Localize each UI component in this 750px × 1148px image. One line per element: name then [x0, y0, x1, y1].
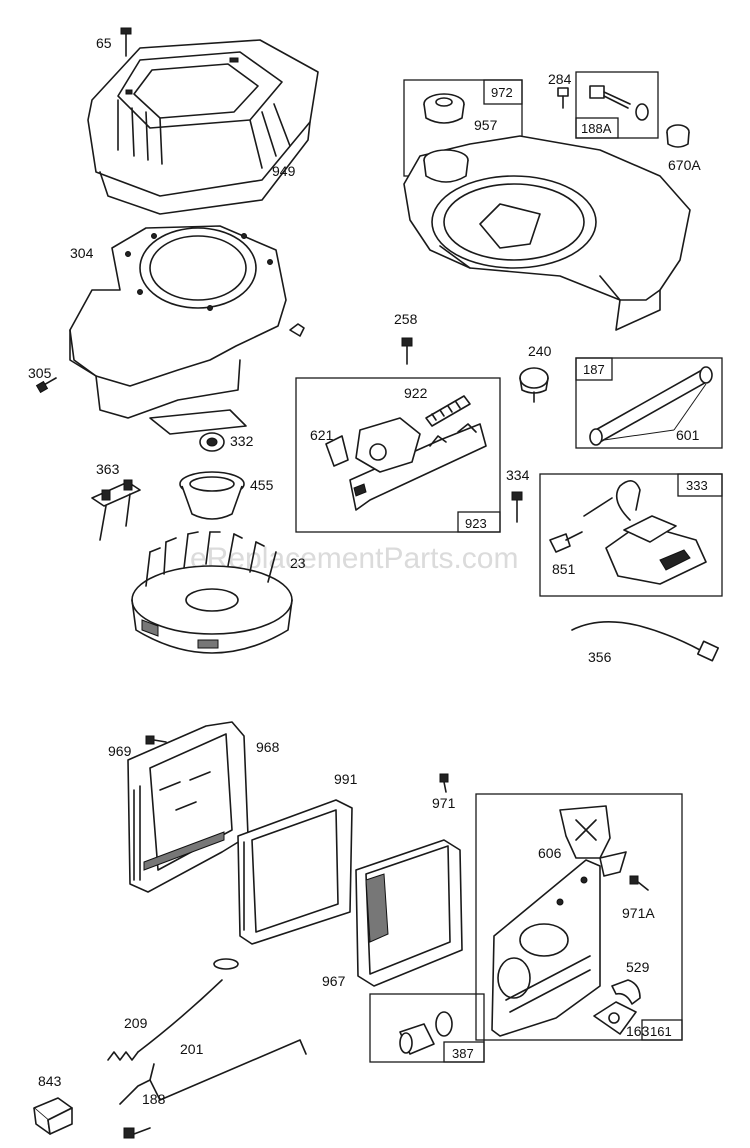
label-305: 305	[28, 365, 52, 381]
label-969: 969	[108, 743, 132, 759]
box-923-tag	[457, 511, 501, 533]
box-333	[539, 473, 723, 597]
box-333-tag	[677, 473, 723, 497]
part-240-fuel-filter[interactable]	[519, 367, 549, 403]
box-923	[295, 377, 501, 533]
label-188A: 188A	[581, 121, 612, 136]
part-601-clamps[interactable]	[603, 383, 707, 441]
part-187-fuel-line[interactable]	[589, 366, 713, 446]
part-332-nut[interactable]	[199, 432, 225, 452]
part-991-filter-element[interactable]	[237, 799, 353, 945]
label-968: 968	[256, 739, 280, 755]
part-387-nozzle[interactable]	[399, 1011, 453, 1055]
part-65-screw[interactable]	[120, 27, 132, 57]
box-161	[475, 793, 683, 1041]
label-991: 991	[334, 771, 358, 787]
label-606: 606	[538, 845, 562, 861]
box-188A-tag	[575, 117, 619, 139]
part-161-carburetor[interactable]	[491, 859, 601, 1037]
part-851-terminal[interactable]	[549, 531, 583, 553]
label-670A: 670A	[668, 157, 701, 173]
part-971A-screw[interactable]	[629, 875, 649, 891]
part-969-screw[interactable]	[145, 735, 167, 745]
part-967-pre-cleaner[interactable]	[355, 839, 463, 987]
box-187-tag	[575, 357, 613, 381]
label-529: 529	[626, 959, 650, 975]
part-356-ground-wire[interactable]	[571, 621, 720, 662]
label-209: 209	[124, 1015, 148, 1031]
label-967: 967	[322, 973, 346, 989]
part-163-gasket[interactable]	[593, 1001, 637, 1035]
label-923: 923	[465, 516, 487, 531]
label-621: 621	[310, 427, 334, 443]
label-163: 163	[626, 1023, 650, 1039]
label-23: 23	[290, 555, 306, 571]
part-284-screw[interactable]	[557, 87, 569, 109]
label-332: 332	[230, 433, 254, 449]
part-949-housing-cover[interactable]	[87, 39, 319, 215]
part-968-air-cleaner-base[interactable]	[127, 721, 249, 893]
part-305-screw[interactable]	[35, 377, 57, 394]
label-455: 455	[250, 477, 274, 493]
label-188: 188	[142, 1091, 166, 1107]
label-334: 334	[506, 467, 530, 483]
label-971: 971	[432, 795, 456, 811]
part-201-governor-link[interactable]	[119, 1039, 307, 1105]
label-201: 201	[180, 1041, 204, 1057]
part-455-starter-cup[interactable]	[179, 471, 245, 520]
part-188-screw[interactable]	[123, 1127, 151, 1139]
label-258: 258	[394, 311, 418, 327]
label-304: 304	[70, 245, 94, 261]
part-922-spring[interactable]	[425, 395, 471, 427]
label-957: 957	[474, 117, 498, 133]
part-363-bracket[interactable]	[91, 479, 141, 541]
part-843-foam[interactable]	[33, 1097, 73, 1135]
box-387-tag	[443, 1041, 485, 1063]
part-23-flywheel[interactable]	[131, 531, 293, 654]
label-949: 949	[272, 163, 296, 179]
box-972-tag	[483, 79, 523, 105]
label-161: 161	[650, 1024, 672, 1039]
part-334-screw[interactable]	[511, 491, 523, 523]
label-363: 363	[96, 461, 120, 477]
part-258-screw[interactable]	[401, 337, 413, 365]
box-187	[575, 357, 723, 449]
label-851: 851	[552, 561, 576, 577]
box-387	[369, 993, 485, 1063]
label-284: 284	[548, 71, 572, 87]
part-fuel-tank[interactable]	[403, 135, 691, 331]
part-333-armature[interactable]	[583, 480, 707, 585]
part-188A-shoulder-bolt[interactable]	[589, 85, 649, 121]
part-957-fuel-cap[interactable]	[423, 93, 465, 124]
label-333: 333	[686, 478, 708, 493]
label-240: 240	[528, 343, 552, 359]
label-187: 187	[583, 362, 605, 377]
part-304-shroud[interactable]	[69, 225, 305, 435]
label-971A: 971A	[622, 905, 655, 921]
label-972: 972	[491, 85, 513, 100]
part-529-elbow[interactable]	[611, 979, 641, 1005]
part-670A-spacer[interactable]	[666, 124, 690, 148]
label-601: 601	[676, 427, 700, 443]
part-971-screw[interactable]	[439, 773, 449, 793]
label-843: 843	[38, 1073, 62, 1089]
label-65: 65	[96, 35, 112, 51]
label-356: 356	[588, 649, 612, 665]
box-161-tag	[641, 1019, 683, 1041]
label-387: 387	[452, 1046, 474, 1061]
part-606-bracket[interactable]	[559, 805, 627, 877]
label-922: 922	[404, 385, 428, 401]
part-923-governor-control[interactable]	[325, 417, 487, 511]
part-209-governor-spring[interactable]	[107, 958, 239, 1061]
